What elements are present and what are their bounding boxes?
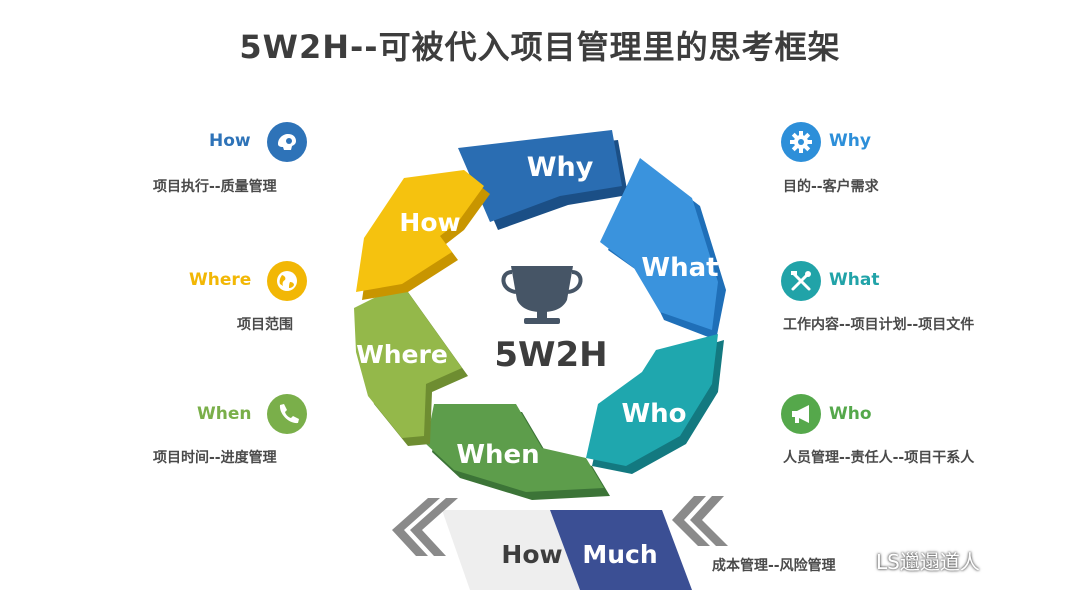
why-desc: 目的--客户需求 — [783, 179, 879, 195]
where-label: Where — [189, 270, 252, 290]
what-desc: 工作内容--项目计划--项目文件 — [783, 317, 975, 333]
how-much-right-label: Much — [582, 540, 657, 569]
trophy-icon — [501, 266, 583, 324]
when-desc: 项目时间--进度管理 — [153, 450, 277, 466]
segment-what: What — [600, 158, 726, 340]
segment-why-label: Why — [527, 152, 594, 183]
where-desc: 项目范围 — [237, 317, 293, 333]
segment-how: How — [356, 170, 490, 300]
segment-when-label: When — [456, 440, 539, 470]
segment-where-label: Where — [356, 340, 448, 369]
segment-when: When — [426, 404, 610, 500]
how-much-desc: 成本管理--风险管理 — [712, 558, 836, 574]
segment-who-label: Who — [621, 399, 686, 429]
segment-why: Why — [458, 130, 628, 230]
brain-icon — [267, 122, 307, 162]
segment-how-label: How — [399, 208, 460, 237]
segment-who: Who — [586, 334, 724, 474]
segment-where: Where — [354, 284, 468, 446]
segment-what-label: What — [641, 253, 718, 283]
when-label: When — [197, 404, 252, 424]
who-label: Who — [829, 404, 872, 424]
what-label: What — [829, 270, 880, 290]
chevron-left-icon — [392, 498, 458, 556]
how-desc: 项目执行--质量管理 — [153, 179, 277, 195]
tools-icon — [781, 261, 821, 301]
how-much-bar: How Much — [442, 510, 692, 590]
watermark: LS邋遢道人 — [876, 550, 980, 574]
gear-icon — [781, 122, 821, 162]
megaphone-icon — [781, 394, 821, 434]
how-label: How — [209, 131, 251, 151]
center-title: 5W2H — [494, 335, 607, 375]
globe-icon — [267, 261, 307, 301]
page-title: 5W2H--可被代入项目管理里的思考框架 — [239, 28, 841, 66]
how-much-left-label: How — [501, 540, 562, 569]
why-label: Why — [829, 131, 871, 151]
chevron-right-icon — [672, 496, 728, 546]
phone-icon — [267, 394, 307, 434]
who-desc: 人员管理--责任人--项目干系人 — [783, 450, 975, 466]
